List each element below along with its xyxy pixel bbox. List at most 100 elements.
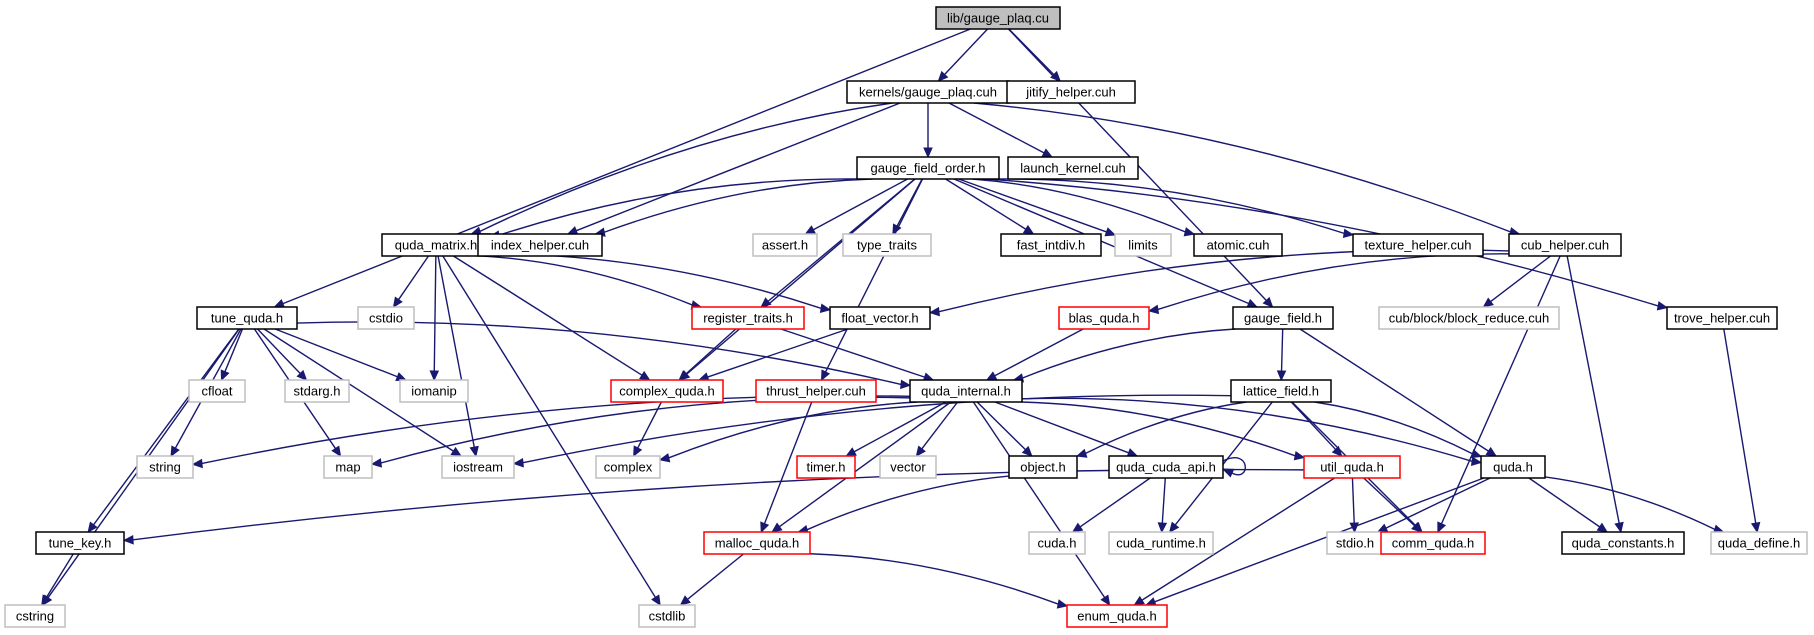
edge-line bbox=[780, 328, 925, 378]
node-malloc-quda-h[interactable]: malloc_quda.h bbox=[703, 531, 811, 555]
arrowhead bbox=[1376, 523, 1389, 533]
arrowhead bbox=[1614, 521, 1624, 534]
edge-line bbox=[1021, 401, 1296, 457]
arrowhead bbox=[1021, 445, 1033, 457]
edge-gfo-to-index_helper bbox=[594, 178, 873, 237]
node-quda-internal-h[interactable]: quda_internal.h bbox=[909, 379, 1023, 403]
node-type-traits: type_traits bbox=[842, 233, 932, 257]
node-index-helper-cuh[interactable]: index_helper.cuh bbox=[477, 233, 603, 257]
node-box bbox=[595, 455, 661, 479]
arrowhead bbox=[512, 457, 524, 468]
edge-line bbox=[132, 468, 1305, 541]
arrowhead bbox=[678, 370, 690, 381]
node-box bbox=[909, 379, 1023, 403]
node-fast-intdiv-h[interactable]: fast_intdiv.h bbox=[1000, 233, 1102, 257]
node-quda-h[interactable]: quda.h bbox=[1480, 455, 1546, 479]
node-tune-quda-h[interactable]: tune_quda.h bbox=[196, 306, 298, 330]
arrowhead bbox=[1157, 522, 1168, 534]
node-label: quda_define.h bbox=[1718, 536, 1800, 551]
node-quda-constants-h[interactable]: quda_constants.h bbox=[1561, 531, 1685, 555]
edge-line bbox=[1079, 477, 1151, 528]
node-gauge-field-order-h[interactable]: gauge_field_order.h bbox=[856, 156, 1000, 180]
node-box bbox=[1710, 531, 1808, 555]
node-box bbox=[829, 306, 931, 330]
node-label: util_quda.h bbox=[1320, 460, 1384, 475]
edge-util_quda-to-comm_quda bbox=[1363, 477, 1423, 533]
arrowhead bbox=[845, 447, 857, 457]
edge-line bbox=[433, 255, 437, 372]
node-box bbox=[4, 604, 66, 628]
arrowhead bbox=[1437, 521, 1447, 534]
arrowhead bbox=[1482, 297, 1494, 308]
node-box bbox=[1193, 233, 1283, 257]
node-box bbox=[1561, 531, 1685, 555]
edge-quda_cuda_api-to-quda_cuda_api bbox=[1221, 457, 1246, 478]
arrowhead bbox=[392, 296, 403, 309]
node-quda-cuda-api-h[interactable]: quda_cuda_api.h bbox=[1108, 455, 1224, 479]
arrowhead bbox=[1750, 521, 1761, 534]
node-complex-quda-h[interactable]: complex_quda.h bbox=[610, 379, 724, 403]
edge-lattice_field-to-iostream bbox=[512, 394, 1232, 468]
node-box bbox=[136, 455, 194, 479]
arrowhead bbox=[1470, 449, 1483, 459]
edge-gauge_field-to-lattice_field bbox=[1276, 328, 1287, 382]
node-box bbox=[357, 306, 415, 330]
node-assert-h: assert.h bbox=[752, 233, 818, 257]
node-box bbox=[1028, 531, 1086, 555]
edge-line bbox=[1351, 477, 1355, 524]
edge-trove-to-quda_define bbox=[1723, 328, 1761, 534]
node-lib-gauge-plaq-cu[interactable]: lib/gauge_plaq.cu bbox=[935, 6, 1061, 30]
node-label: iomanip bbox=[411, 384, 457, 399]
node-cub-helper-cuh[interactable]: cub_helper.cuh bbox=[1508, 233, 1622, 257]
edge-line bbox=[1174, 401, 1273, 526]
edge-quda_internal-to-object bbox=[976, 401, 1033, 457]
edge-line bbox=[380, 396, 911, 464]
edge-line bbox=[1222, 457, 1246, 476]
node-enum-quda-h[interactable]: enum_quda.h bbox=[1066, 604, 1168, 628]
arrowhead bbox=[804, 225, 817, 235]
edge-line bbox=[1161, 477, 1166, 524]
edge-line bbox=[274, 328, 398, 378]
edge-line bbox=[948, 102, 1045, 154]
arrowhead bbox=[1485, 446, 1498, 457]
arrowhead bbox=[1041, 148, 1054, 158]
node-texture-helper-cuh[interactable]: texture_helper.cuh bbox=[1352, 233, 1484, 257]
node-thrust-helper-cuh[interactable]: thrust_helper.cuh bbox=[755, 379, 877, 403]
node-atomic-cuh[interactable]: atomic.cuh bbox=[1193, 233, 1283, 257]
node-tune-key-h[interactable]: tune_key.h bbox=[35, 531, 125, 555]
node-box bbox=[1378, 306, 1560, 330]
node-util-quda-h[interactable]: util_quda.h bbox=[1303, 455, 1401, 479]
edge-quda_cuda_api-to-cuda_runtime bbox=[1157, 477, 1168, 534]
edge-quda_h-to-quda_constants bbox=[1528, 477, 1609, 533]
node-jitify-helper-cuh[interactable]: jitify_helper.cuh bbox=[1006, 80, 1136, 104]
edge-malloc_quda-to-cstdlib bbox=[679, 553, 744, 606]
node-trove-helper-cuh[interactable]: trove_helper.cuh bbox=[1666, 306, 1778, 330]
node-lattice-field-h[interactable]: lattice_field.h bbox=[1230, 379, 1332, 403]
edge-kernels_plaq-to-qmatrix bbox=[470, 102, 893, 236]
edge-tune_quda-to-tune_key bbox=[87, 328, 240, 533]
node-comm-quda-h[interactable]: comm_quda.h bbox=[1380, 531, 1486, 555]
edge-gauge_field-to-quda_internal bbox=[1012, 328, 1236, 383]
node-label: kernels/gauge_plaq.cuh bbox=[859, 85, 997, 100]
node-timer-h[interactable]: timer.h bbox=[796, 455, 856, 479]
node-blas-quda-h[interactable]: blas_quda.h bbox=[1058, 306, 1150, 330]
arrowhead bbox=[771, 522, 783, 533]
arrowhead bbox=[1022, 224, 1035, 235]
node-float-vector-h[interactable]: float_vector.h bbox=[829, 306, 931, 330]
edge-quda_internal-to-enum_quda bbox=[972, 401, 1111, 607]
node-object-h[interactable]: object.h bbox=[1008, 455, 1078, 479]
node-quda-matrix-h[interactable]: quda_matrix.h bbox=[381, 233, 491, 257]
node-cstdlib: cstdlib bbox=[638, 604, 696, 628]
node-limits: limits bbox=[1114, 233, 1172, 257]
node-box bbox=[638, 604, 696, 628]
edge-line bbox=[442, 255, 656, 598]
node-launch-kernel-cuh[interactable]: launch_kernel.cuh bbox=[1007, 156, 1139, 180]
node-register-traits-h[interactable]: register_traits.h bbox=[691, 306, 805, 330]
node-gauge-field-h[interactable]: gauge_field.h bbox=[1232, 306, 1334, 330]
node-label: lib/gauge_plaq.cu bbox=[947, 11, 1049, 26]
arrowhead bbox=[651, 594, 661, 607]
edge-line bbox=[809, 553, 1059, 605]
edge-line bbox=[498, 178, 858, 236]
node-kernels-gauge-plaq-cuh[interactable]: kernels/gauge_plaq.cuh bbox=[846, 80, 1010, 104]
